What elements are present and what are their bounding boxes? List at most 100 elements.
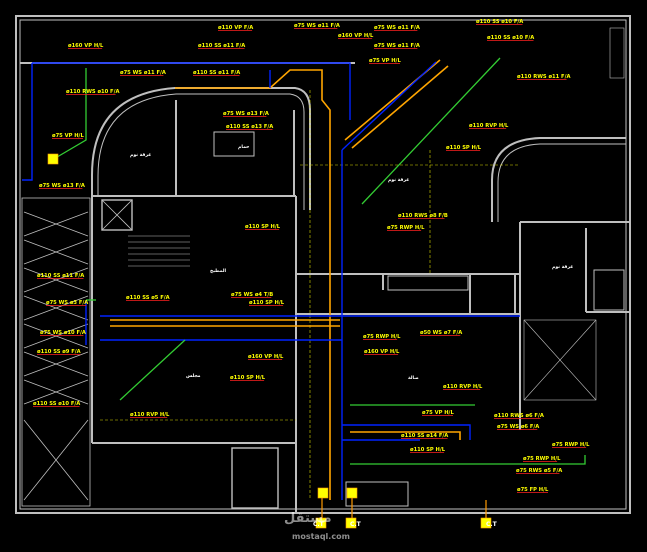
waste-pipe-run <box>342 424 471 440</box>
room-label: المطبخ <box>210 269 226 274</box>
pipe-label: ø110 SS ø10 F/A <box>33 401 80 407</box>
pipe-fixtures <box>47 153 492 529</box>
ct-label: C.T <box>350 521 362 528</box>
pipe-label: ø75 FP H/L <box>517 487 549 493</box>
room-label: غرفة نوم <box>388 178 409 183</box>
pipe-label: ø75 RWP H/L <box>552 442 590 448</box>
vanity <box>387 275 469 291</box>
pipe-label: ø110 RWS ø11 F/A <box>517 74 571 80</box>
waste-pipe-run <box>341 61 437 151</box>
stair-cross <box>23 419 89 501</box>
stair-hatch <box>23 211 89 405</box>
pipe-label: ø75 WS ø11 F/A <box>374 25 420 31</box>
curved-wall-inner <box>97 93 305 210</box>
room-label: صالة <box>408 376 419 381</box>
pipe-label: ø160 VP H/L <box>248 354 284 360</box>
shaft-ne <box>609 27 625 79</box>
bathtub <box>213 131 255 157</box>
soil-pipe-run <box>351 65 449 149</box>
pipe-label: ø160 VP H/L <box>364 349 400 355</box>
curved-east-wall <box>491 137 626 222</box>
pipe-label: ø110 SS ø10 F/A <box>487 35 534 41</box>
inspection-chamber <box>480 517 492 529</box>
pipe-label: ø75 WS ø6 F/A <box>497 424 539 430</box>
inspection-chamber <box>315 517 327 529</box>
pipe-label: ø110 VP F/A <box>218 25 253 31</box>
pipe-label: ø160 VP H/L <box>68 43 104 49</box>
pipe-label: ø110 RWS ø6 F/A <box>494 413 544 419</box>
curved-wall-outer <box>91 87 311 210</box>
watermark-logo: مستقل <box>284 511 332 526</box>
vent-pipe-run <box>119 339 186 401</box>
pipe-label: ø75 RWS ø5 F/A <box>516 468 562 474</box>
pipe-label: ø110 SP H/L <box>249 300 285 306</box>
pipe-label: ø75 WS ø11 F/A <box>294 23 340 29</box>
steps <box>345 481 409 507</box>
waste-pipe-run <box>32 62 351 120</box>
room-label: غرفة نوم <box>552 265 573 270</box>
pipe-label: ø75 WS ø13 F/A <box>39 183 85 189</box>
inspection-chamber <box>345 517 357 529</box>
room-label: غرفة نوم <box>130 153 151 158</box>
pipe-label: ø110 SP H/L <box>446 145 482 151</box>
pipe-label: ø110 SP H/L <box>410 447 446 453</box>
pipe-label: ø110 SS ø10 F/A <box>476 19 523 25</box>
waste-pipes <box>22 61 520 500</box>
pipe-label: ø110 SS ø9 F/A <box>37 349 81 355</box>
label-leaders <box>33 24 587 493</box>
garden-bed <box>231 447 279 509</box>
soil-pipe-run <box>175 69 331 190</box>
pipe-label: ø110 SS ø11 F/A <box>198 43 245 49</box>
ceiling-lines <box>100 90 520 500</box>
vent-pipes <box>51 57 586 465</box>
pipe-label: ø110 RVP H/L <box>130 412 170 418</box>
drain-connections <box>321 492 487 518</box>
pipe-label: ø160 VP H/L <box>338 33 374 39</box>
floor-drain <box>47 153 59 165</box>
room-label: مجلس <box>186 374 201 379</box>
pipe-label: ø75 VP H/L <box>52 133 84 139</box>
inspection-chamber <box>346 487 358 499</box>
pipe-label: ø110 RVP H/L <box>469 123 509 129</box>
watermark-url: mostaql.com <box>292 532 350 541</box>
pipe-label: ø75 WS ø11 F/A <box>120 70 166 76</box>
pipe-label: ø75 RWP H/L <box>387 225 425 231</box>
west-staircase <box>21 197 91 507</box>
pipe-label: ø75 VP H/L <box>369 58 401 64</box>
pipe-label: ø110 SS ø13 F/A <box>226 124 273 130</box>
pipe-label: ø110 RWS ø8 F/B <box>398 213 448 219</box>
outer-wall-inner <box>19 19 627 510</box>
curved-east-wall-inner <box>497 143 626 222</box>
room-labels: غرفة نوم حمام غرفة نوم المطبخ غرفة نوم مجلس صا… <box>130 145 573 381</box>
pipe-label: ø75 WS ø11 F/A <box>374 43 420 49</box>
pipe-label: ø75 WS ø13 F/A <box>223 111 269 117</box>
void-frame <box>523 319 597 401</box>
pipe-label: ø110 SS ø5 F/A <box>126 295 170 301</box>
pipe-label: ø110 SP H/L <box>245 224 281 230</box>
pipe-label: ø110 SS ø11 F/A <box>193 70 240 76</box>
pipe-label: ø110 SP H/L <box>230 375 266 381</box>
pipe-label: ø110 RVP H/L <box>443 384 483 390</box>
ct-label: C.T <box>313 521 325 528</box>
inner-staircase <box>128 27 625 401</box>
pipe-label: ø75 WS ø3 F/A <box>46 300 88 306</box>
stair-treads <box>128 235 190 267</box>
waste-pipe-run <box>22 63 33 181</box>
pipe-label: ø110 SS ø14 F/A <box>401 433 448 439</box>
pipe-label: ø75 WS ø10 F/A <box>40 330 86 336</box>
vent-pipe-run <box>51 68 87 161</box>
pipe-label: ø50 WS ø7 F/A <box>420 330 462 336</box>
room-label: حمام <box>238 145 249 150</box>
wc-fixture <box>593 269 625 311</box>
outer-wall <box>15 15 631 514</box>
soil-pipe-run <box>350 431 461 440</box>
pipe-label: ø110 RWS ø10 F/A <box>66 89 120 95</box>
watermark: مستقل mostaql.com <box>284 511 350 541</box>
pipe-label: ø75 RWP H/L <box>523 456 561 462</box>
pipe-label: ø75 RWP H/L <box>363 334 401 340</box>
pipe-label: ø110 SS ø11 F/A <box>37 273 84 279</box>
